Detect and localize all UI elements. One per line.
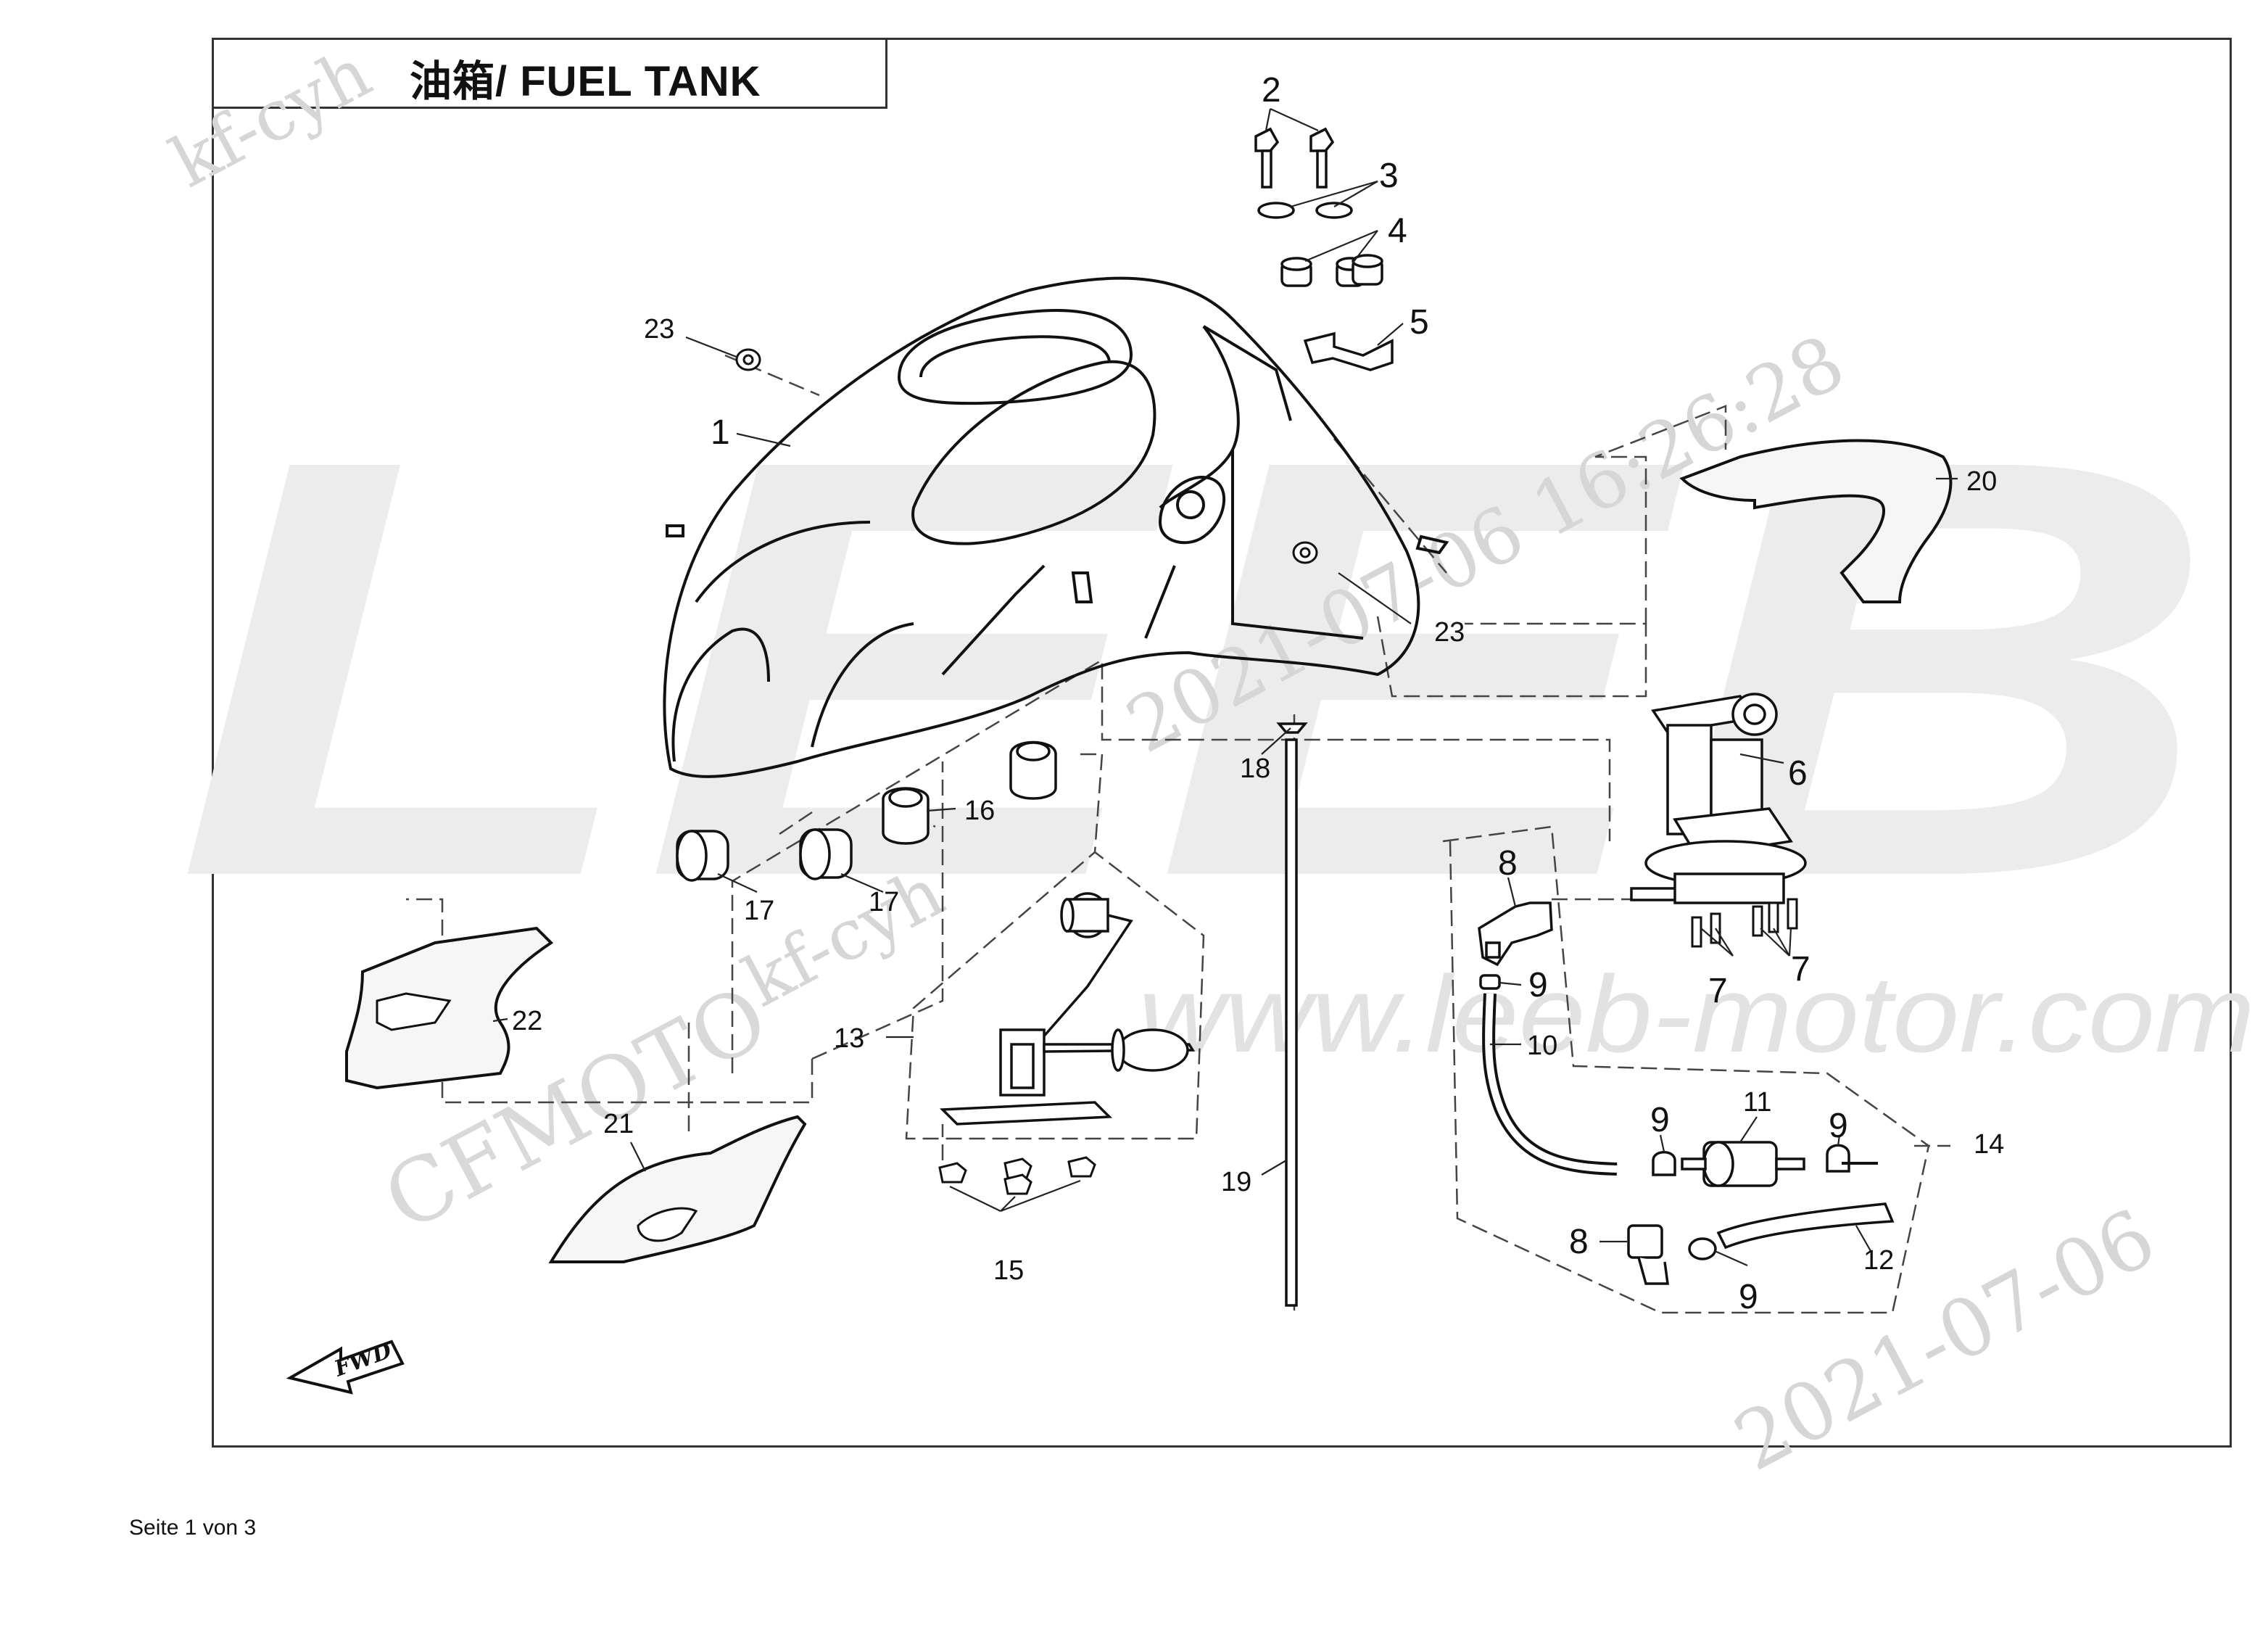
- callout-8-upper: 8: [1498, 844, 1518, 883]
- callout-13: 13: [834, 1023, 864, 1054]
- bolt-left: [1254, 127, 1280, 189]
- watermark-layer: LEEB www.leeb-motor.com CFMOTO kf-cyh kf…: [158, 32, 2255, 1489]
- callout-22: 22: [512, 1006, 542, 1036]
- damper-17-right: [799, 828, 853, 880]
- elbow-connector-upper: [1478, 901, 1553, 967]
- damper-17-left: [676, 830, 729, 882]
- fuel-level-sender: [939, 892, 1196, 1126]
- callout-21: 21: [603, 1109, 634, 1139]
- pad-21: [548, 1115, 807, 1263]
- callout-6: 6: [1788, 754, 1808, 793]
- page-footer: Seite 1 von 3: [129, 1516, 257, 1540]
- fuel-filter: [1681, 1141, 1805, 1187]
- callout-9-right: 9: [1829, 1107, 1848, 1145]
- drain-tube: [1276, 722, 1308, 1307]
- callout-1: 1: [711, 413, 730, 452]
- fwd-arrow: FWD: [286, 1338, 405, 1395]
- damper-16-right: [1009, 740, 1057, 800]
- callout-7-left: 7: [1708, 972, 1728, 1010]
- callout-leaders: [492, 107, 1958, 1267]
- fuel-pump: [1630, 693, 1807, 948]
- diagram-frame: [212, 38, 2232, 1448]
- callout-18: 18: [1240, 754, 1270, 784]
- callout-numbers: 1 2 3 4 5 6 7 7 8 8 9 9 9 9 10 11 12 13 …: [512, 71, 2004, 1316]
- callout-23-upper: 23: [644, 314, 674, 344]
- callout-10: 10: [1527, 1031, 1557, 1061]
- callout-9-upper: 9: [1528, 966, 1548, 1004]
- fuel-hose-core: [1485, 993, 1618, 1173]
- pad-22: [345, 926, 554, 1090]
- rubber-caps: [735, 348, 1318, 564]
- page-title: 油箱/ FUEL TANK: [410, 58, 761, 105]
- callout-17-left: 17: [744, 896, 774, 926]
- callout-17-right: 17: [869, 887, 899, 917]
- stamp-watermark-4: 2021-07-06: [1720, 1191, 2169, 1489]
- elbow-connector-lower: [1627, 1224, 1669, 1285]
- callout-12: 12: [1863, 1245, 1894, 1276]
- pad-22-cutout: [376, 992, 452, 1031]
- washer-right: [1315, 202, 1353, 219]
- pump-bolts: [1691, 898, 1798, 948]
- url-watermark: www.leeb-motor.com: [1138, 953, 2255, 1075]
- callout-14: 14: [1974, 1129, 2004, 1160]
- callout-23-lower: 23: [1434, 617, 1465, 648]
- outlet-hose: [1716, 1202, 1895, 1250]
- callout-11: 11: [1743, 1087, 1771, 1118]
- bolt-right: [1309, 127, 1335, 189]
- callout-4: 4: [1388, 212, 1407, 250]
- bracket: [1303, 331, 1394, 371]
- heat-shield-pad: [1679, 439, 1953, 603]
- grommet-right: [1352, 254, 1383, 286]
- stamp-watermark-1: kf-cyh: [158, 32, 384, 203]
- callout-7-right: 7: [1791, 950, 1810, 988]
- callout-20: 20: [1966, 466, 1997, 497]
- washer-left: [1257, 202, 1295, 219]
- callout-15: 15: [993, 1255, 1024, 1286]
- fuel-tank: [663, 276, 1449, 778]
- pad-21-cutout: [637, 1207, 698, 1242]
- callout-2: 2: [1262, 71, 1281, 110]
- rubber-dampers: [676, 740, 1057, 882]
- hose-clamps: [1479, 974, 1850, 1260]
- callout-3: 3: [1379, 157, 1399, 195]
- damper-16-left: [882, 787, 930, 845]
- callout-16: 16: [964, 796, 995, 826]
- title-box: 油箱/ FUEL TANK: [212, 38, 887, 109]
- bolts-washers-grommets: [1254, 127, 1383, 287]
- callout-5: 5: [1410, 303, 1429, 342]
- callout-9-left: 9: [1650, 1101, 1670, 1139]
- grommet-left: [1280, 257, 1312, 287]
- sender-nuts: [938, 1156, 1096, 1195]
- callout-19: 19: [1221, 1167, 1251, 1197]
- callout-9-lower: 9: [1739, 1278, 1758, 1316]
- callout-8-lower: 8: [1569, 1223, 1589, 1261]
